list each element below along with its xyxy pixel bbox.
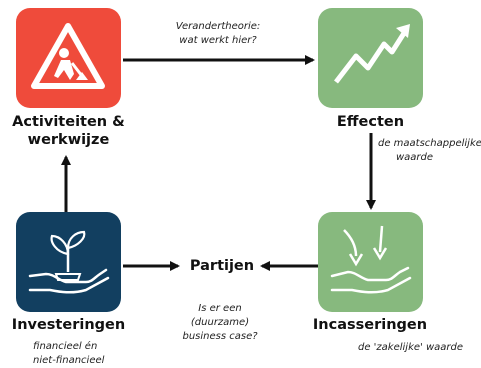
zakelijke-waarde-note: de 'zakelijke' waarde: [358, 342, 463, 353]
activiteiten-label: Activiteiten & werkwijze: [6, 113, 131, 149]
business-case-line1: Is er een: [198, 303, 242, 314]
financieel-note: financieel én niet-financieel: [33, 340, 143, 368]
effecten-tile: [318, 8, 423, 108]
business-case-note: Is er een (duurzame) business case?: [172, 302, 268, 344]
rising-trend-arrow-icon: [334, 24, 410, 84]
hand-receiving-arrows-icon: [330, 225, 412, 294]
partijen-label: Partijen: [189, 258, 255, 274]
verandertheorie-line2: wat werkt hier?: [179, 35, 257, 46]
activiteiten-label-line1: Activiteiten &: [12, 114, 125, 130]
incasseringen-tile: [318, 212, 423, 312]
activiteiten-tile: [16, 8, 121, 108]
maatschappelijke-note: de maatschappelijke waarde: [378, 137, 481, 165]
activiteiten-label-line2: werkwijze: [27, 132, 110, 148]
business-case-line3: business case?: [182, 331, 258, 342]
investeringen-label: Investeringen: [11, 317, 126, 333]
hand-holding-plant-icon: [28, 230, 110, 294]
business-case-line2: (duurzame): [190, 317, 250, 328]
incasseringen-label: Incasseringen: [312, 317, 428, 333]
verandertheorie-line1: Verandertheorie:: [175, 21, 261, 32]
construction-worker-warning-icon: [31, 23, 105, 89]
financieel-line2: niet-financieel: [33, 355, 105, 366]
investeringen-tile: [16, 212, 121, 312]
effecten-label: Effecten: [336, 114, 405, 130]
maatschappelijke-line2: waarde: [396, 152, 434, 163]
verandertheorie-note: Verandertheorie: wat werkt hier?: [158, 20, 278, 48]
maatschappelijke-line1: de maatschappelijke: [378, 138, 481, 149]
financieel-line1: financieel én: [33, 341, 98, 352]
